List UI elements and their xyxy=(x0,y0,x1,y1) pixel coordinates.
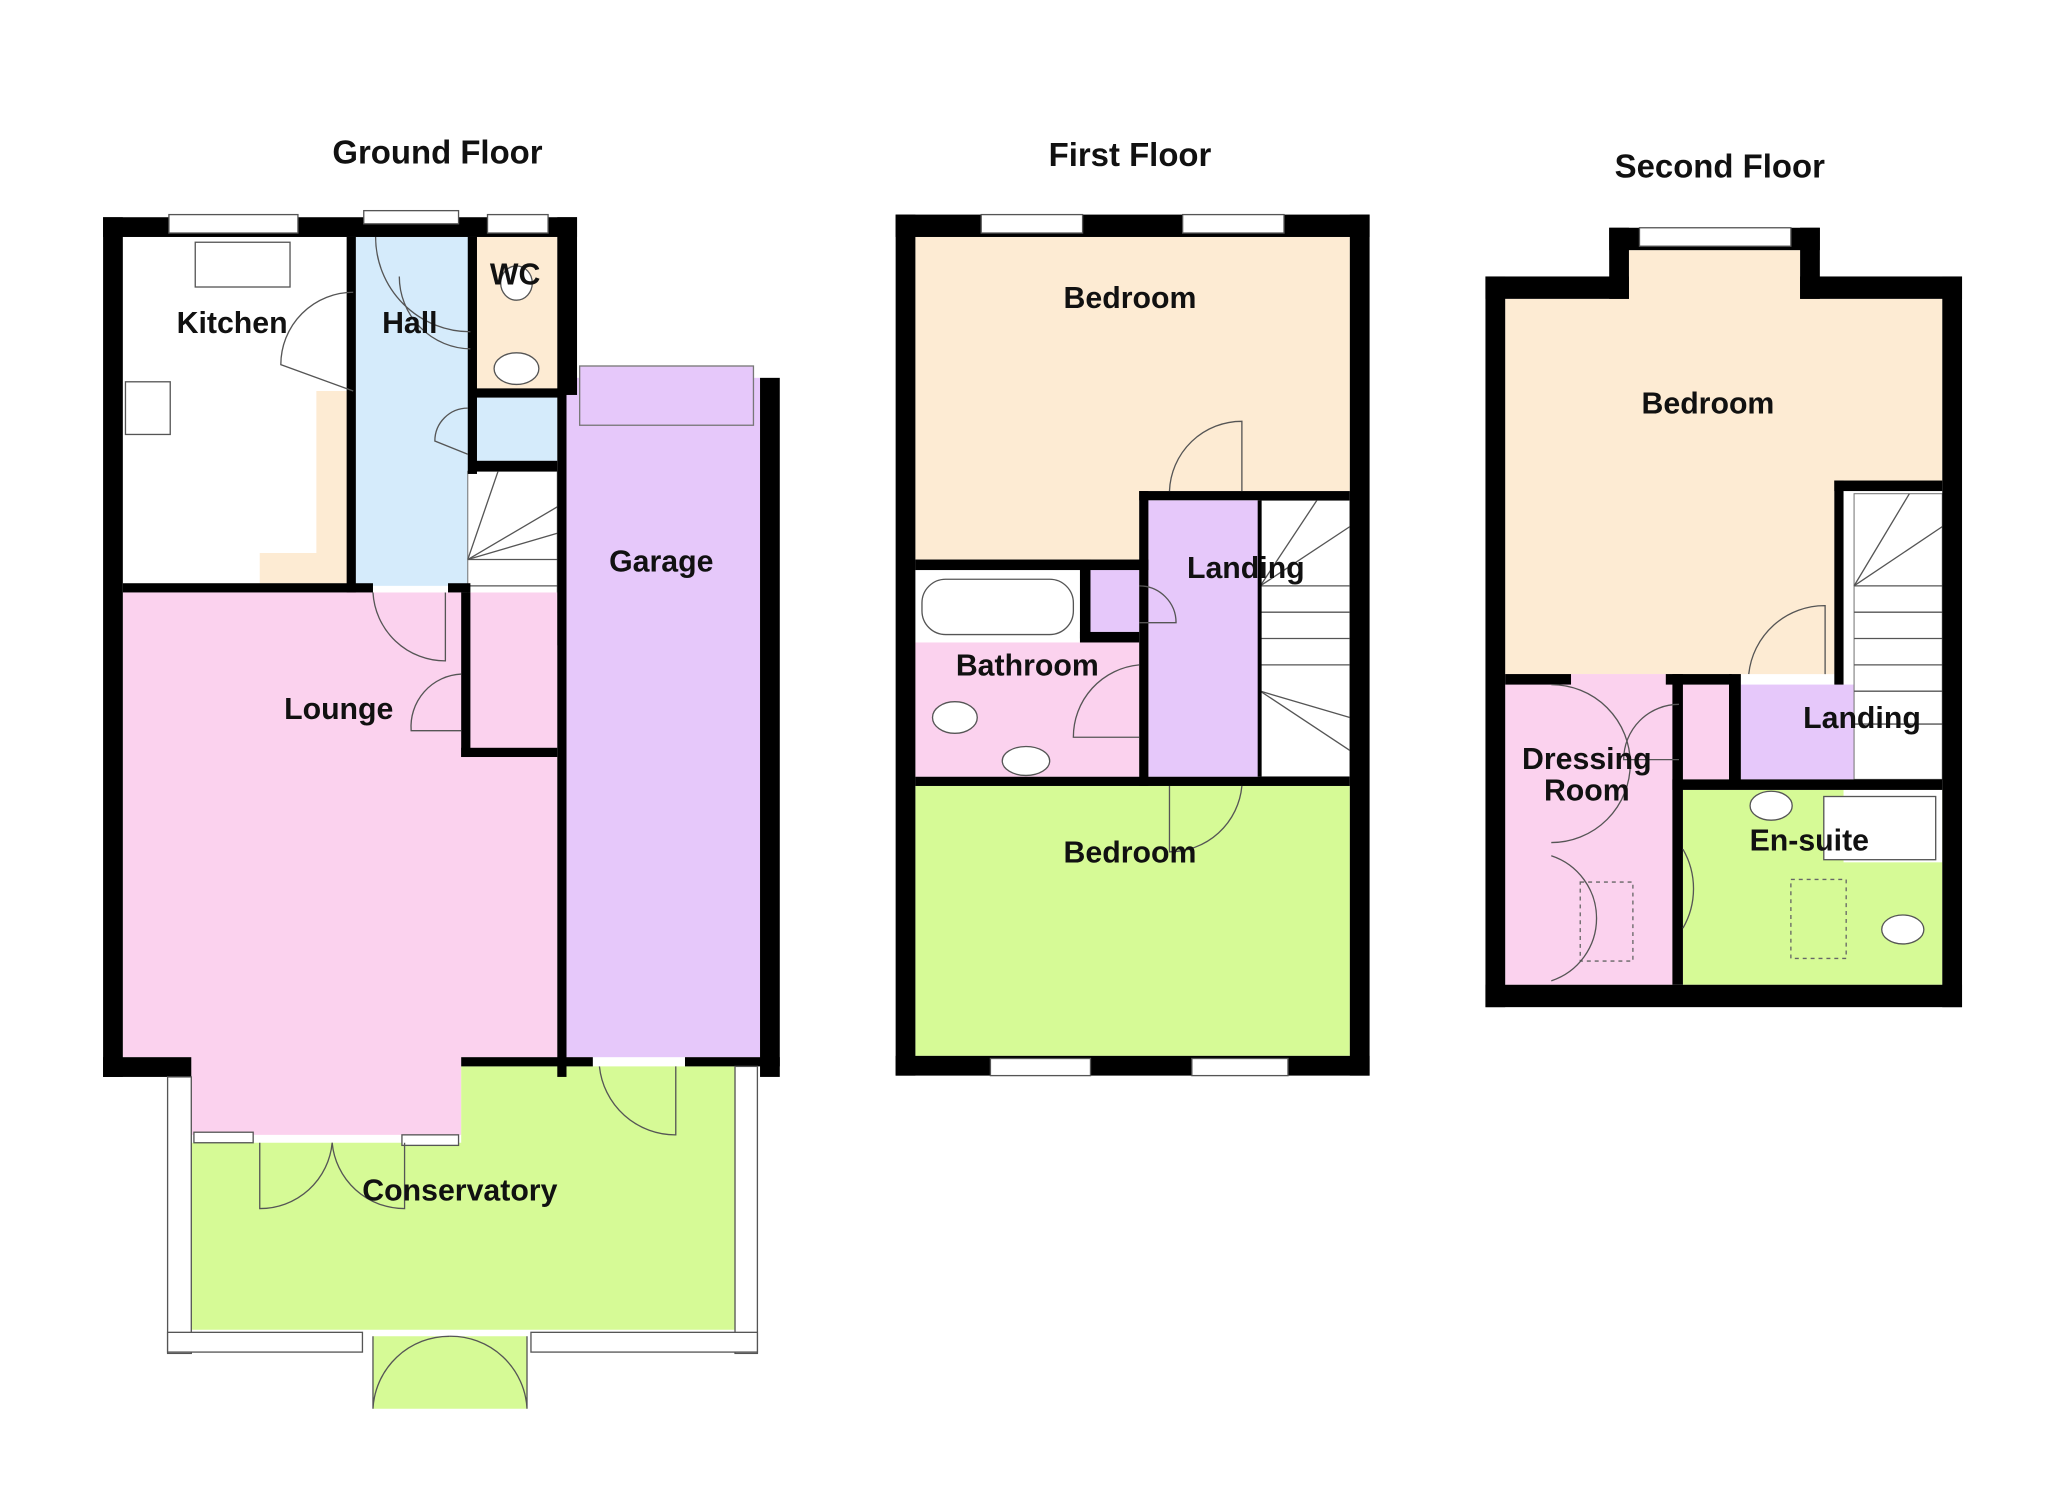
ground-doors xyxy=(259,236,677,1409)
ensuite-basin-icon xyxy=(1749,790,1793,821)
conservatory-doors-area xyxy=(372,1336,528,1409)
conservatory-bottom-left-frame xyxy=(166,1331,364,1353)
wc-toilet-icon xyxy=(500,265,533,301)
kitchen-window xyxy=(168,213,299,234)
conservatory-floor xyxy=(191,1066,736,1330)
conservatory-label: Conservatory xyxy=(362,1175,557,1208)
bathroom-basin-icon xyxy=(1001,745,1051,777)
ground-floor: Ground Floor xyxy=(103,133,780,1409)
hall-label: Hall xyxy=(382,307,438,340)
wc-window xyxy=(486,213,549,234)
first-window-3 xyxy=(989,1057,1092,1077)
second-walls xyxy=(1485,227,1963,1008)
ensuite-rug xyxy=(1790,878,1847,960)
second-floor: Second Floor xyxy=(1485,148,1963,1008)
lounge-label: Lounge xyxy=(284,693,393,726)
hall-cupboard xyxy=(470,397,558,461)
first-doors xyxy=(1072,420,1243,853)
kitchen-label: Kitchen xyxy=(177,307,288,340)
bath-icon xyxy=(921,578,1075,636)
first-window-4 xyxy=(1191,1057,1289,1077)
first-stair-treads xyxy=(1259,499,1351,751)
under-stairs-cupboard xyxy=(470,592,558,748)
lounge-bay-window-right xyxy=(401,1134,460,1147)
front-door-frame xyxy=(363,209,460,225)
first-window-2 xyxy=(1181,213,1285,234)
second-bedroom-floor xyxy=(1505,250,1943,675)
kitchen-sink-icon xyxy=(194,241,291,288)
first-floor: First Floor xyxy=(895,136,1370,1077)
second-bedroom-label: Bedroom xyxy=(1642,387,1775,420)
kitchen-floor xyxy=(172,289,354,584)
wc-basin-icon xyxy=(493,352,540,386)
hall-floor xyxy=(355,236,471,586)
dressing-room-label-line1: Dressing xyxy=(1522,743,1652,776)
conservatory-right-frame xyxy=(734,1065,759,1355)
wc-label: WC xyxy=(490,258,541,291)
first-bedroom-2-label: Bedroom xyxy=(1064,836,1197,869)
second-stairs xyxy=(1853,493,1943,780)
ensuite-label: En-suite xyxy=(1750,824,1869,857)
first-floor-title: First Floor xyxy=(1049,136,1212,173)
dressing-rug xyxy=(1579,881,1634,962)
lounge-bay-window-left xyxy=(193,1131,254,1144)
first-landing-floor xyxy=(1148,500,1261,777)
conservatory-left-frame xyxy=(166,1076,192,1355)
bathroom-toilet-icon xyxy=(931,701,978,734)
garage-floor xyxy=(566,377,761,1058)
bathroom-label: Bathroom xyxy=(956,649,1099,682)
airing-cupboard xyxy=(1090,570,1140,632)
ground-floor-title: Ground Floor xyxy=(332,133,542,170)
first-bedroom-rear-floor xyxy=(915,785,1350,1056)
ensuite-toilet-icon xyxy=(1881,914,1925,945)
lounge-floor xyxy=(122,592,558,1135)
shower-tray-icon xyxy=(1823,795,1937,861)
ground-walls xyxy=(103,217,780,1077)
conservatory-bottom-right-frame xyxy=(530,1331,759,1353)
second-doors xyxy=(1551,604,1826,982)
hob-icon xyxy=(124,381,171,436)
first-bedroom-1-label: Bedroom xyxy=(1064,282,1197,315)
second-window xyxy=(1638,227,1792,247)
first-landing-label: Landing xyxy=(1187,552,1305,585)
second-stair-treads xyxy=(1853,493,1943,725)
second-landing-label: Landing xyxy=(1803,702,1921,735)
first-window-1 xyxy=(980,213,1084,234)
second-floor-title: Second Floor xyxy=(1615,148,1825,185)
garage-door-box xyxy=(579,365,755,426)
garage-label: Garage xyxy=(609,545,713,578)
dressing-room-label-line2: Room xyxy=(1544,774,1630,807)
second-landing-floor xyxy=(1740,684,1855,780)
dressing-room-floor xyxy=(1505,674,1673,985)
